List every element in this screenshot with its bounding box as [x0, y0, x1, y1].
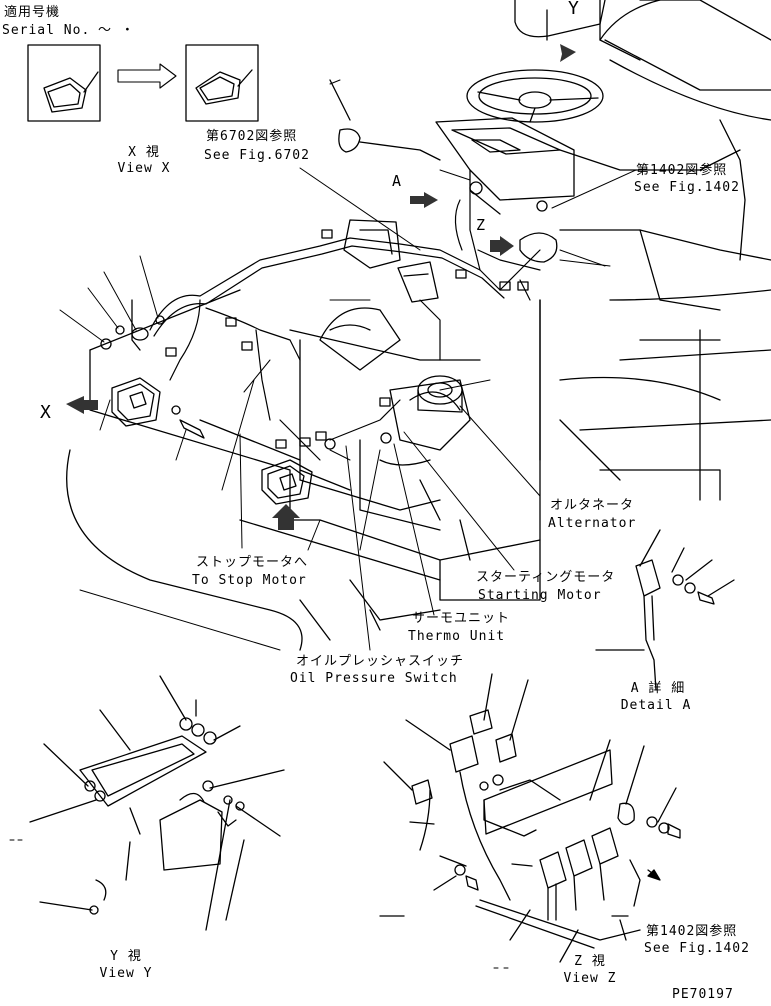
alternator-jp-label: オルタネータ	[550, 498, 635, 513]
view-y-jp-label: Y 視	[110, 949, 142, 964]
lamp-before-illustration	[27, 44, 101, 122]
detail-a-jp-label: A 詳 細	[630, 681, 686, 696]
engine-block	[89, 289, 541, 601]
change-arrow	[117, 63, 177, 89]
to-stop-motor-en-label: To Stop Motor	[192, 573, 307, 588]
view-z-en-label: View Z	[563, 971, 617, 986]
tick-marks	[9, 839, 509, 969]
dashboard-panel	[435, 117, 575, 215]
detail-a-en-label: Detail A	[620, 698, 692, 713]
marker-y: Y	[568, 0, 580, 19]
to-stop-motor-jp-label: ストップモータへ	[196, 555, 309, 570]
direction-arrows	[66, 44, 576, 530]
alternator-component	[417, 375, 463, 413]
marker-a: A	[392, 172, 403, 190]
work-lamp-left	[100, 299, 205, 439]
see-fig-1402-top-en: See Fig.1402	[634, 180, 740, 195]
marker-x: X	[40, 402, 52, 423]
view-y-panel	[29, 675, 285, 931]
oil-pressure-switch-en-label: Oil Pressure Switch	[290, 671, 458, 686]
alternator-en-label: Alternator	[548, 516, 637, 531]
starting-motor-jp-label: スターティングモータ	[476, 570, 616, 585]
view-z-jp-label: Z 視	[574, 954, 606, 969]
view-y-en-label: View Y	[99, 966, 153, 981]
connectors-cluster	[165, 79, 558, 450]
drawing-number: PE70197	[672, 987, 734, 1002]
air-cleaner-component	[343, 219, 439, 303]
serial-no-jp-label: 適用号機	[4, 5, 61, 20]
wire-harness	[149, 189, 541, 461]
see-fig-6702-jp: 第6702図参照	[206, 129, 298, 144]
marker-z: Z	[476, 216, 487, 234]
leader-lines	[59, 79, 637, 651]
base-frame	[66, 449, 441, 651]
thermo-unit-jp-label: サーモユニット	[412, 611, 511, 626]
steering-wheel	[466, 0, 661, 123]
work-lamp-right	[261, 459, 313, 505]
see-fig-1402-bottom-jp: 第1402図参照	[646, 924, 738, 939]
view-x-en-label: View X	[117, 161, 171, 176]
see-fig-1402-top-jp: 第1402図参照	[636, 163, 728, 178]
serial-no-en-label: Serial No.	[2, 23, 91, 38]
starting-motor-en-label: Starting Motor	[478, 588, 602, 603]
see-fig-1402-bottom-en: See Fig.1402	[644, 941, 750, 956]
detail-a-switch	[595, 529, 735, 691]
lamp-after-illustration	[185, 44, 259, 122]
serial-range: ～ ・	[98, 23, 135, 38]
cab-frame	[539, 0, 771, 501]
oil-pressure-switch-jp-label: オイルプレッシャスイッチ	[296, 654, 465, 669]
view-x-jp-label: X 視	[128, 145, 160, 160]
view-z-relay-bracket	[379, 673, 681, 963]
thermo-unit-en-label: Thermo Unit	[408, 629, 506, 644]
see-fig-6702-en: See Fig.6702	[204, 148, 310, 163]
